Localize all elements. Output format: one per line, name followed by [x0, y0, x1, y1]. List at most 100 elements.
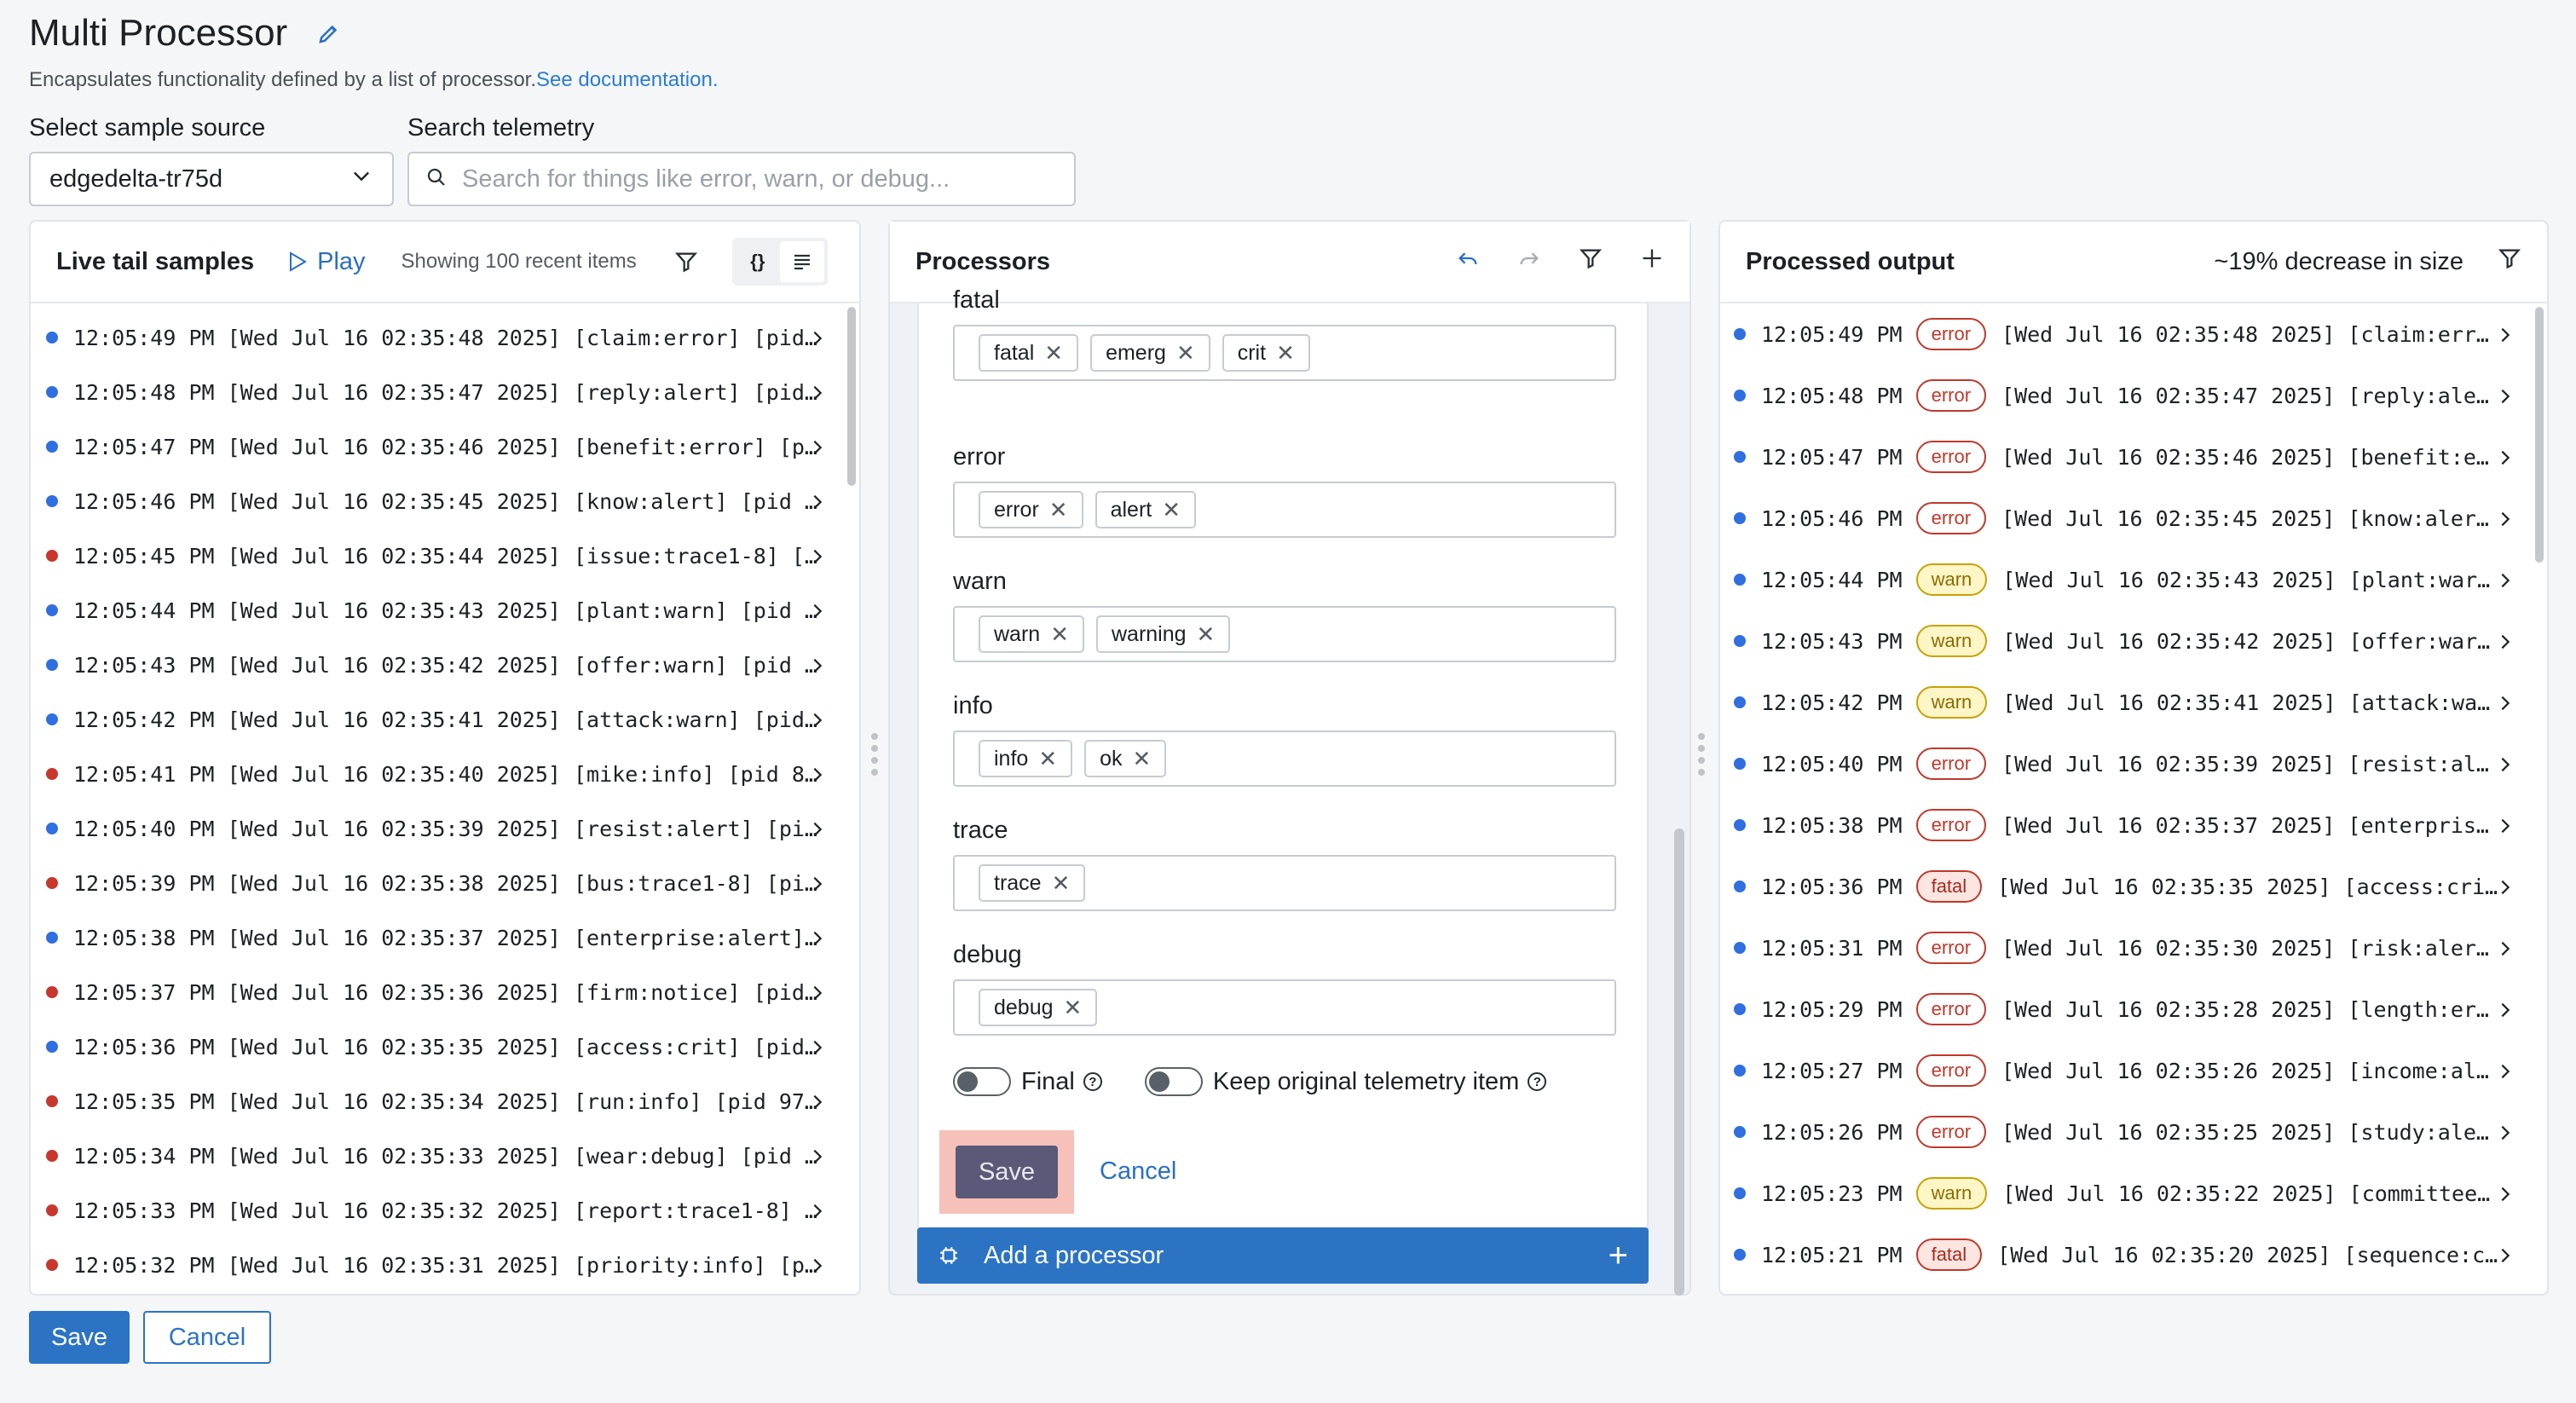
tag-input[interactable]: warn✕warning✕: [953, 606, 1616, 662]
cancel-button[interactable]: Cancel: [143, 1311, 271, 1364]
live-tail-row[interactable]: 12:05:49 PM [Wed Jul 16 02:35:48 2025] […: [31, 310, 859, 365]
see-documentation-link[interactable]: See documentation.: [536, 68, 719, 91]
live-tail-scrollbar[interactable]: [847, 307, 856, 486]
filter-icon[interactable]: [674, 250, 698, 274]
help-icon[interactable]: ?: [1528, 1072, 1547, 1091]
chevron-right-icon[interactable]: [808, 655, 827, 674]
left-resize-handle[interactable]: [871, 733, 880, 788]
live-tail-row[interactable]: 12:05:41 PM [Wed Jul 16 02:35:40 2025] […: [31, 747, 859, 801]
processor-cancel-link[interactable]: Cancel: [1100, 1158, 1177, 1185]
live-tail-row[interactable]: 12:05:33 PM [Wed Jul 16 02:35:32 2025] […: [31, 1183, 859, 1238]
remove-tag-icon[interactable]: ✕: [1044, 339, 1064, 366]
chevron-right-icon[interactable]: [2496, 754, 2515, 773]
help-icon[interactable]: ?: [1083, 1072, 1102, 1091]
remove-tag-icon[interactable]: ✕: [1175, 339, 1195, 366]
chevron-right-icon[interactable]: [2496, 877, 2515, 896]
tag-input[interactable]: trace✕: [953, 855, 1616, 911]
json-view-button[interactable]: {}: [750, 251, 765, 272]
processors-scrollbar[interactable]: [1674, 829, 1684, 1296]
add-processor-button[interactable]: Add a processor +: [917, 1227, 1649, 1284]
chevron-right-icon[interactable]: [2496, 509, 2515, 528]
chevron-right-icon[interactable]: [808, 601, 827, 620]
keep-original-toggle[interactable]: [1144, 1067, 1203, 1096]
remove-tag-icon[interactable]: ✕: [1063, 994, 1083, 1020]
chevron-right-icon[interactable]: [808, 710, 827, 729]
final-toggle[interactable]: [953, 1067, 1011, 1096]
chevron-right-icon[interactable]: [2496, 632, 2515, 650]
chevron-right-icon[interactable]: [2496, 570, 2515, 589]
processed-output-scrollbar[interactable]: [2535, 307, 2544, 563]
sample-source-select[interactable]: edgedelta-tr75d: [29, 152, 394, 206]
chevron-right-icon[interactable]: [2496, 816, 2515, 834]
chevron-right-icon[interactable]: [808, 1037, 827, 1056]
tag-input[interactable]: error✕alert✕: [953, 482, 1616, 538]
play-button[interactable]: Play: [288, 248, 366, 276]
remove-tag-icon[interactable]: ✕: [1048, 496, 1068, 523]
chevron-right-icon[interactable]: [808, 983, 827, 1002]
remove-tag-icon[interactable]: ✕: [1050, 621, 1069, 647]
chevron-right-icon[interactable]: [808, 383, 827, 401]
tag-input[interactable]: fatal✕emerg✕crit✕: [953, 325, 1616, 381]
live-tail-row[interactable]: 12:05:38 PM [Wed Jul 16 02:35:37 2025] […: [31, 910, 859, 965]
live-tail-row[interactable]: 12:05:36 PM [Wed Jul 16 02:35:35 2025] […: [31, 1019, 859, 1074]
chevron-right-icon[interactable]: [2496, 386, 2515, 405]
remove-tag-icon[interactable]: ✕: [1276, 339, 1295, 366]
chevron-right-icon[interactable]: [2496, 325, 2515, 344]
right-resize-handle[interactable]: [1698, 733, 1707, 788]
chevron-right-icon[interactable]: [808, 328, 827, 347]
chevron-right-icon[interactable]: [2496, 938, 2515, 957]
chevron-right-icon[interactable]: [2496, 693, 2515, 712]
chevron-right-icon[interactable]: [2496, 1061, 2515, 1080]
chevron-right-icon[interactable]: [808, 874, 827, 892]
filter-icon[interactable]: [1579, 246, 1603, 277]
live-tail-row[interactable]: 12:05:35 PM [Wed Jul 16 02:35:34 2025] […: [31, 1074, 859, 1129]
tag-input[interactable]: debug✕: [953, 979, 1616, 1036]
remove-tag-icon[interactable]: ✕: [1162, 496, 1181, 523]
live-tail-row[interactable]: 12:05:34 PM [Wed Jul 16 02:35:33 2025] […: [31, 1129, 859, 1183]
remove-tag-icon[interactable]: ✕: [1051, 869, 1071, 896]
redo-icon[interactable]: [1517, 246, 1541, 277]
add-icon[interactable]: [1640, 246, 1664, 277]
live-tail-row[interactable]: 12:05:39 PM [Wed Jul 16 02:35:38 2025] […: [31, 856, 859, 910]
chevron-right-icon[interactable]: [808, 1256, 827, 1274]
live-tail-row[interactable]: 12:05:43 PM [Wed Jul 16 02:35:42 2025] […: [31, 638, 859, 692]
live-tail-row[interactable]: 12:05:32 PM [Wed Jul 16 02:35:31 2025] […: [31, 1238, 859, 1292]
live-tail-row[interactable]: 12:05:47 PM [Wed Jul 16 02:35:46 2025] […: [31, 419, 859, 474]
live-tail-row[interactable]: 12:05:37 PM [Wed Jul 16 02:35:36 2025] […: [31, 965, 859, 1019]
remove-tag-icon[interactable]: ✕: [1038, 745, 1058, 771]
undo-icon[interactable]: [1456, 246, 1480, 277]
processor-save-button[interactable]: Save: [956, 1146, 1058, 1198]
live-tail-row[interactable]: 12:05:42 PM [Wed Jul 16 02:35:41 2025] […: [31, 692, 859, 747]
text-view-button[interactable]: [779, 241, 824, 282]
chevron-right-icon[interactable]: [808, 546, 827, 565]
chevron-right-icon[interactable]: [808, 1092, 827, 1111]
search-input[interactable]: [462, 165, 1057, 193]
remove-tag-icon[interactable]: ✕: [1132, 745, 1152, 771]
chevron-right-icon[interactable]: [808, 492, 827, 511]
chevron-right-icon[interactable]: [808, 1146, 827, 1165]
filter-icon[interactable]: [2498, 246, 2521, 277]
tag-input[interactable]: info✕ok✕: [953, 730, 1616, 787]
remove-tag-icon[interactable]: ✕: [1196, 621, 1216, 647]
live-tail-row[interactable]: 12:05:44 PM [Wed Jul 16 02:35:43 2025] […: [31, 583, 859, 638]
live-tail-row[interactable]: 12:05:45 PM [Wed Jul 16 02:35:44 2025] […: [31, 528, 859, 583]
live-tail-row[interactable]: 12:05:46 PM [Wed Jul 16 02:35:45 2025] […: [31, 474, 859, 528]
live-tail-row[interactable]: 12:05:48 PM [Wed Jul 16 02:35:47 2025] […: [31, 365, 859, 419]
chevron-right-icon[interactable]: [808, 1201, 827, 1220]
chevron-right-icon[interactable]: [808, 765, 827, 783]
chevron-right-icon[interactable]: [2496, 1123, 2515, 1141]
chevron-right-icon[interactable]: [808, 819, 827, 838]
